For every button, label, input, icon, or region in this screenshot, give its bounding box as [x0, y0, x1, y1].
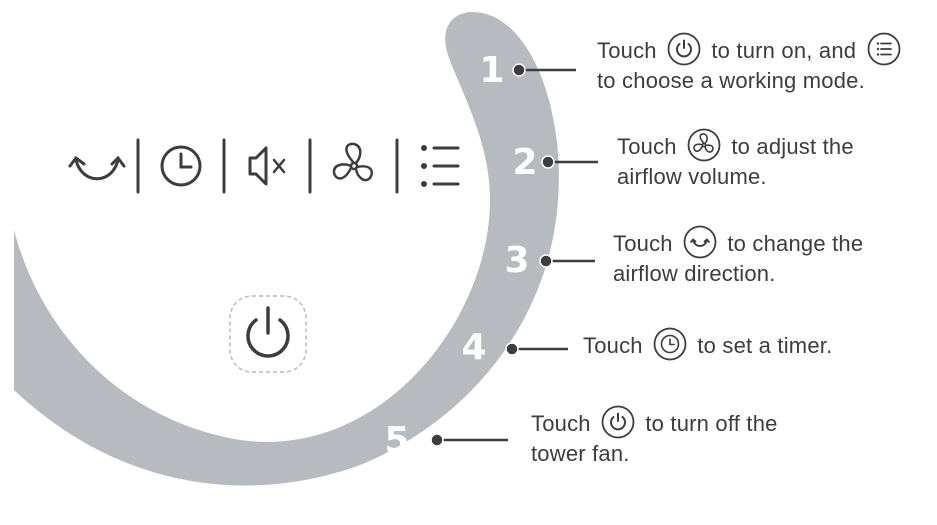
- callout-line: Touch to turn off the: [531, 405, 778, 439]
- swing-arrow-icon: [683, 225, 717, 259]
- callout-text: tower fan.: [531, 441, 630, 467]
- fan-icon: [332, 142, 374, 182]
- callout-step-1: Touch to turn on, and to choose a workin…: [597, 32, 905, 96]
- callout-text: Touch: [583, 333, 643, 358]
- power-icon: [246, 306, 290, 358]
- callout-text: Touch: [613, 231, 673, 256]
- callout-step-2: Touch to adjust the airflow volume.: [617, 128, 854, 192]
- mode-list-icon: [421, 145, 460, 187]
- connector-dot-4: [505, 342, 519, 356]
- callout-step-3: Touch to change the airflow direction.: [613, 225, 864, 289]
- callout-line: Touch to change the: [613, 225, 864, 259]
- callout-text: Touch: [617, 134, 677, 159]
- center-power-button: [229, 295, 307, 373]
- panel-icon-row: [68, 138, 460, 194]
- callout-line: Touch to set a timer.: [583, 327, 833, 361]
- callout-text: to turn off the: [645, 411, 778, 436]
- fan-icon: [687, 128, 721, 162]
- power-button-outline: [229, 295, 307, 373]
- callout-step-5: Touch to turn off the tower fan.: [531, 405, 778, 469]
- step-number-1: 1: [479, 50, 504, 91]
- panel-ring: [14, 11, 559, 486]
- callout-text: to set a timer.: [697, 333, 833, 358]
- step-number-2: 2: [512, 142, 537, 183]
- callout-text: Touch: [597, 38, 657, 63]
- callout-text: to change the: [727, 231, 864, 256]
- mode-list-icon: [867, 32, 901, 66]
- connector-dot-3: [539, 254, 553, 268]
- callout-text: Touch: [531, 411, 591, 436]
- callout-line: Touch to adjust the: [617, 128, 854, 162]
- step-number-3: 3: [504, 240, 529, 281]
- timer-clock-icon: [160, 145, 202, 187]
- callout-line: Touch to turn on, and: [597, 32, 905, 66]
- callout-text: to turn on, and: [711, 38, 857, 63]
- connector-dot-2: [541, 155, 555, 169]
- connector-dot-5: [430, 433, 444, 447]
- mute-speaker-icon: [248, 146, 286, 186]
- callout-text: airflow direction.: [613, 261, 776, 287]
- timer-clock-icon: [653, 327, 687, 361]
- step-number-5: 5: [384, 420, 409, 461]
- step-number-4: 4: [461, 327, 486, 368]
- power-icon: [667, 32, 701, 66]
- callout-step-4: Touch to set a timer.: [583, 327, 833, 361]
- callout-text: airflow volume.: [617, 164, 767, 190]
- callout-text: to choose a working mode.: [597, 68, 865, 94]
- power-icon: [601, 405, 635, 439]
- swing-arrow-icon: [68, 155, 126, 181]
- steps-layer: 1 2 3 4 5: [384, 50, 598, 461]
- callout-text: to adjust the: [731, 134, 854, 159]
- connector-dot-1: [512, 63, 526, 77]
